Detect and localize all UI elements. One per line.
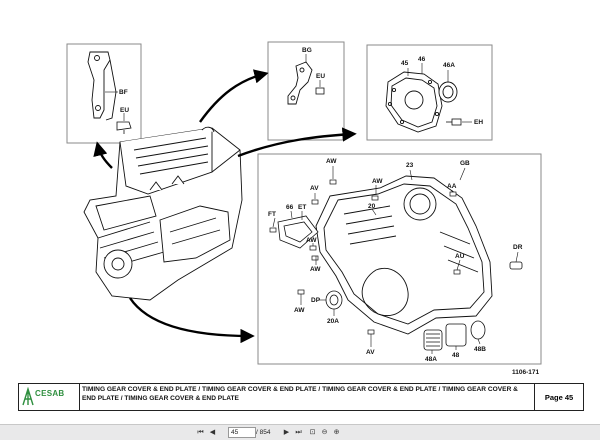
label-et: ET: [298, 204, 306, 211]
nut-eu-part: [315, 87, 325, 95]
detail-frame-end-plate: [366, 44, 493, 141]
arrow-to-end-plate-detail: [237, 127, 357, 158]
drawing-reference-number: 1106-171: [512, 369, 539, 376]
label-aw-2: AW: [372, 178, 383, 185]
page-number-input[interactable]: 45: [228, 427, 256, 438]
label-48: 48: [452, 352, 460, 359]
label-au: AU: [455, 253, 465, 260]
arrow-to-main-detail: [129, 297, 255, 344]
seal-46a-part: [438, 81, 458, 103]
main-detail-frame: [257, 153, 542, 365]
seal-dp-part: [325, 290, 343, 310]
arrow-to-bracket-bg-detail: [199, 69, 269, 123]
cesab-logo-icon: [22, 387, 34, 406]
label-20: 20: [368, 203, 376, 210]
gasket-66-part: [277, 215, 319, 249]
pin-dr-part: [509, 261, 523, 270]
label-eu-1: EU: [120, 107, 129, 114]
sheet-title: TIMING GEAR COVER & END PLATE / TIMING G…: [82, 386, 518, 402]
label-aw-5: AW: [294, 307, 305, 314]
bolt-eu-part: [116, 121, 132, 134]
zoom-out-icon[interactable]: ⊖: [321, 429, 328, 436]
label-eu-2: EU: [316, 73, 325, 80]
parts-drawing-sheet: BF EU BG EU: [18, 41, 584, 411]
label-aw-4: AW: [310, 266, 321, 273]
fit-page-icon[interactable]: ⊡: [309, 429, 316, 436]
label-ft: FT: [268, 211, 276, 218]
label-45: 45: [401, 60, 409, 67]
label-bf: BF: [119, 89, 128, 96]
label-av-1: AV: [310, 185, 319, 192]
label-46: 46: [418, 56, 426, 63]
bolt-eh-part: [446, 118, 462, 126]
label-aa: AA: [447, 183, 457, 190]
label-23: 23: [406, 162, 414, 169]
label-aw-1: AW: [326, 158, 337, 165]
label-46a: 46A: [443, 62, 455, 69]
label-48b: 48B: [474, 346, 486, 353]
label-av-2: AV: [366, 349, 375, 356]
label-66: 66: [286, 204, 294, 211]
label-eh: EH: [474, 119, 483, 126]
engine-illustration: [83, 126, 243, 301]
brand-name: CESAB: [35, 389, 65, 398]
title-block: CESAB TIMING GEAR COVER & END PLATE / TI…: [18, 383, 584, 411]
label-gb: GB: [460, 160, 470, 167]
small-bolts: [269, 179, 461, 335]
page-label: Page 45: [534, 384, 583, 410]
arrow-to-bracket-detail: [93, 141, 113, 169]
timing-gear-cover-part: [315, 175, 493, 335]
label-aw-3: AW: [306, 237, 317, 244]
bracket-bg-part: [287, 61, 313, 105]
brand-logo: CESAB: [19, 384, 80, 410]
previous-page-icon[interactable]: ◀: [209, 429, 216, 436]
next-page-icon[interactable]: ▶: [283, 429, 290, 436]
label-dr: DR: [513, 244, 523, 251]
page-total: / 854: [256, 429, 271, 436]
label-bg: BG: [302, 47, 312, 54]
last-page-icon[interactable]: ⏭: [295, 429, 302, 436]
document-viewer-toolbar: ⏮ ◀ 45 / 854 ▶ ⏭ ⊡ ⊖ ⊕: [0, 424, 600, 440]
label-48a: 48A: [425, 356, 437, 363]
end-plate-part: [385, 71, 443, 133]
exploded-view-drawing: BF EU BG EU: [66, 41, 542, 376]
label-20a: 20A: [327, 318, 339, 325]
first-page-icon[interactable]: ⏮: [197, 429, 204, 436]
bracket-bf-part: [87, 51, 117, 121]
leader-lines: [272, 166, 519, 354]
label-dp: DP: [311, 297, 321, 304]
zoom-in-icon[interactable]: ⊕: [333, 429, 340, 436]
